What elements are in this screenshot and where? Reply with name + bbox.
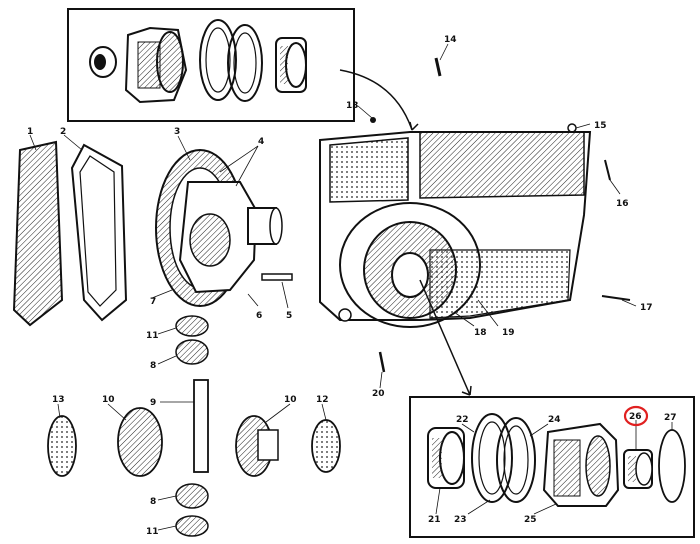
bearing-housing-top — [124, 26, 188, 104]
side-gear-right — [235, 415, 279, 477]
label-14: 14 — [444, 35, 457, 45]
label-11-upper: 11 — [146, 331, 159, 341]
bearing-housing-bottom — [542, 422, 620, 507]
snap-ring — [658, 429, 686, 503]
side-gear-left — [117, 407, 163, 477]
label-10-right: 10 — [284, 395, 297, 405]
transmission-housing — [319, 131, 592, 328]
small-bearing-bottom — [623, 449, 653, 489]
label-26-highlighted: 26 — [629, 412, 642, 422]
thrust-washer-upper — [175, 315, 209, 337]
gaskets-bottom — [471, 413, 536, 503]
label-24: 24 — [548, 415, 561, 425]
label-2: 2 — [60, 127, 66, 137]
label-25: 25 — [524, 515, 537, 525]
large-bearing-top — [275, 37, 307, 93]
label-22: 22 — [456, 415, 469, 425]
label-1: 1 — [27, 127, 33, 137]
label-15: 15 — [594, 121, 607, 131]
label-3: 3 — [174, 127, 180, 137]
cover-plate — [12, 140, 64, 327]
label-6: 6 — [256, 311, 262, 321]
label-5: 5 — [286, 311, 292, 321]
label-13-upper: 13 — [346, 101, 359, 111]
part-labels: 1 2 3 4 5 6 7 8 9 10 10 11 12 13 8 11 13… — [27, 35, 677, 537]
large-bearing-bottom — [427, 427, 465, 489]
label-10-left: 10 — [102, 395, 115, 405]
cover-gasket — [70, 143, 128, 322]
pinion-gear-lower — [175, 483, 209, 509]
label-4: 4 — [258, 137, 264, 147]
label-12: 12 — [316, 395, 329, 405]
cross-shaft — [193, 379, 209, 473]
thrust-washer-lower — [175, 515, 209, 537]
label-11-lower: 11 — [146, 527, 159, 537]
housing-small-parts — [370, 57, 631, 373]
label-23: 23 — [454, 515, 467, 525]
thrust-washer-left — [47, 415, 77, 477]
label-7: 7 — [150, 297, 156, 307]
label-18: 18 — [474, 328, 487, 338]
label-19: 19 — [502, 328, 515, 338]
callout-arrows — [339, 69, 472, 396]
cross-pin-small — [261, 273, 293, 281]
label-20: 20 — [372, 389, 385, 399]
differential-case — [178, 181, 283, 294]
gaskets-top — [199, 19, 263, 102]
label-16: 16 — [616, 199, 629, 209]
pinion-gear-upper — [175, 339, 209, 365]
bottom-inset-box — [409, 396, 695, 538]
label-13: 13 — [52, 395, 65, 405]
thrust-washer-right — [311, 419, 341, 473]
label-21: 21 — [428, 515, 441, 525]
label-8-upper: 8 — [150, 361, 156, 371]
label-9: 9 — [150, 398, 156, 408]
top-inset-box — [67, 8, 355, 122]
highlight-circle — [623, 405, 649, 427]
label-8-lower: 8 — [150, 497, 156, 507]
label-17: 17 — [640, 303, 653, 313]
label-27: 27 — [664, 413, 677, 423]
small-bearing-top — [89, 46, 117, 78]
leader-lines — [29, 43, 673, 531]
